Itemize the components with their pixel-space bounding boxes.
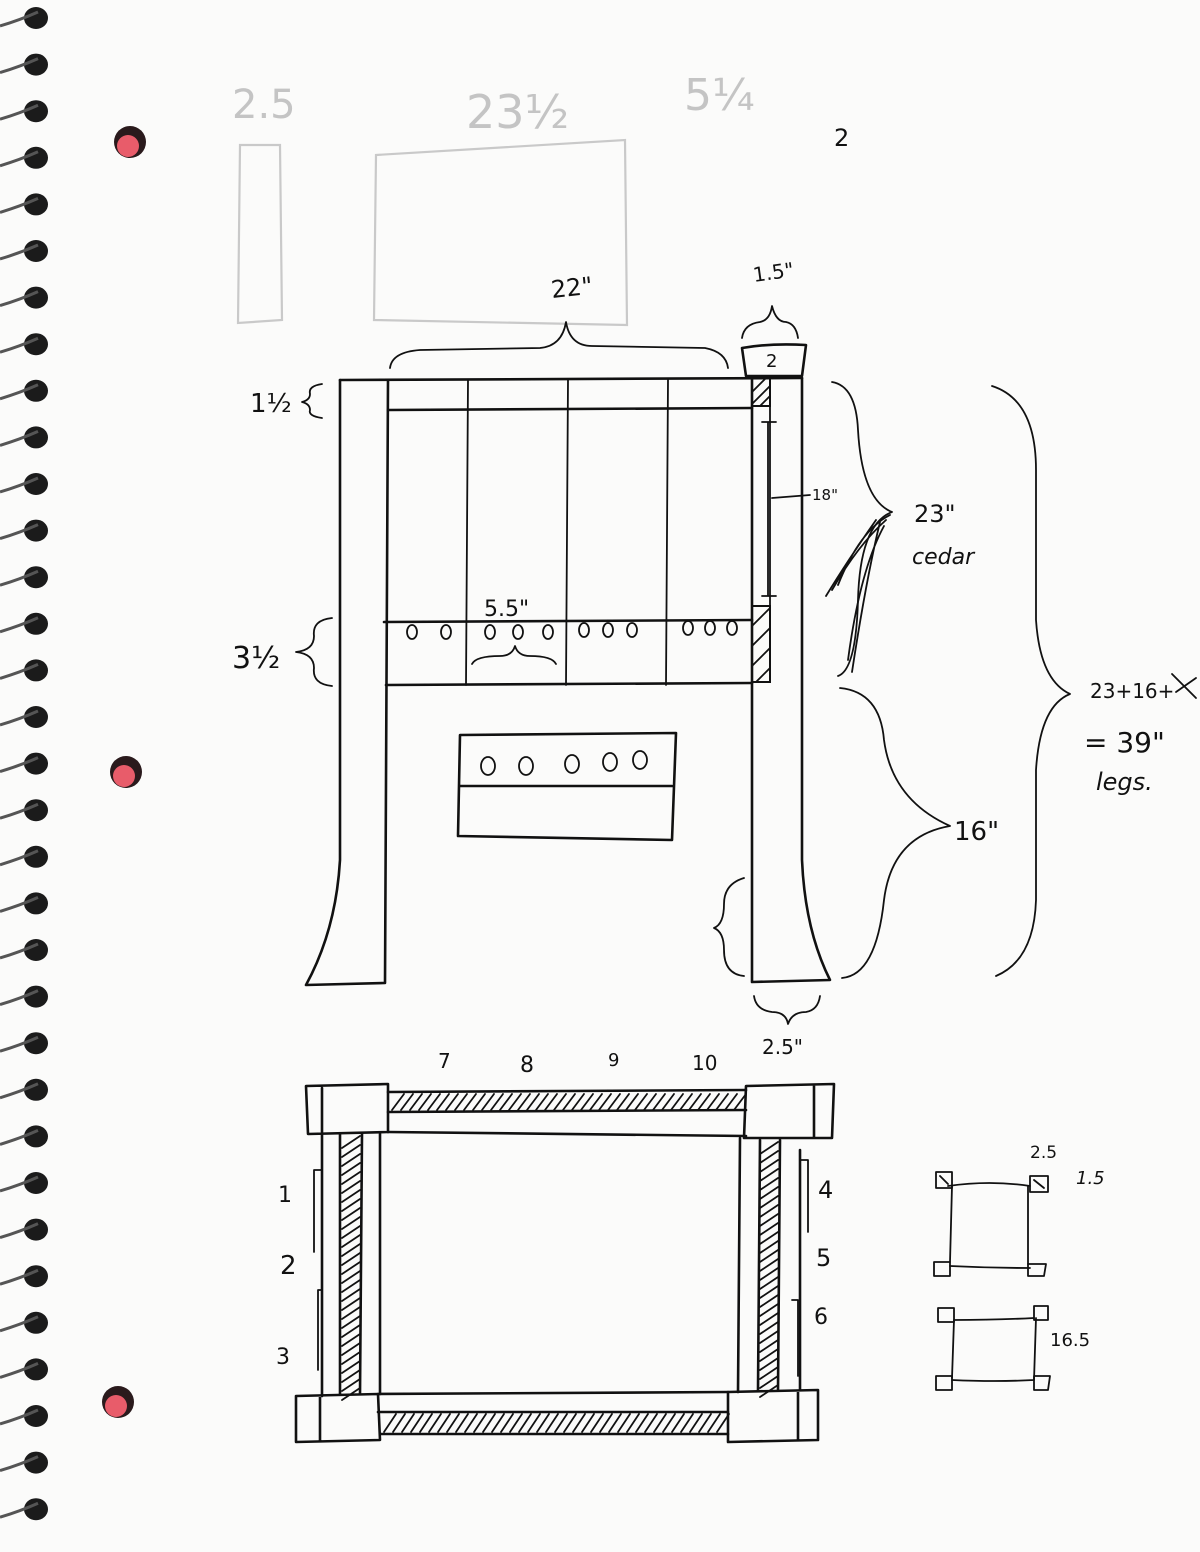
right-leg [750, 376, 832, 984]
total-leg-brace [991, 385, 1071, 977]
erased-sketch: 2.5 23½ 5¼ [232, 70, 755, 327]
mini-dim-c: 16.5 [1050, 1330, 1090, 1351]
upper-section-brace [831, 381, 893, 677]
top-rail-plan [386, 1088, 748, 1138]
hole-spacing-label: 5.5" [484, 597, 529, 622]
detail-board [456, 731, 678, 842]
punch-holes [102, 126, 146, 1418]
detail-board-holes [480, 750, 648, 776]
slat-divider-1 [465, 379, 469, 686]
right-rail-plan [736, 1136, 802, 1394]
board-number-1: 1 [278, 1183, 292, 1208]
page-number: 2 [834, 124, 849, 152]
top-width-label: 22" [550, 272, 594, 304]
board-number-8: 8 [520, 1053, 534, 1078]
lower-section-label: 16" [954, 817, 999, 847]
leg-width-brace [753, 995, 821, 1025]
corner-post-tl [304, 1082, 390, 1136]
bottom-rail-brace [295, 617, 333, 687]
mini-dim-a: 2.5 [1030, 1143, 1057, 1163]
bottom-rail-bottom [384, 681, 754, 687]
bottom-rail-plan [376, 1390, 730, 1436]
bottom-rail-top [382, 618, 754, 624]
bottom-rail-label: 3½ [232, 641, 280, 676]
leg-total-label: = 39" [1084, 726, 1165, 759]
slat-divider-3 [665, 379, 669, 686]
foot-brace [713, 877, 745, 977]
board-number-4: 4 [818, 1176, 833, 1204]
corner-post-bl [294, 1392, 382, 1444]
slat-divider-2 [565, 379, 569, 686]
board-number-6: 6 [814, 1305, 828, 1330]
mini-frame-2 [951, 1317, 1037, 1382]
board-number-2: 2 [280, 1251, 297, 1281]
ghost-label-2: 23½ [466, 85, 569, 139]
slat-gap-label: 18" [812, 486, 838, 504]
corner-post-br [726, 1388, 820, 1444]
lower-section-brace [839, 687, 951, 979]
left-rail-plan [320, 1132, 382, 1398]
scribble [825, 514, 891, 673]
leg-cap-mark: 2 [766, 351, 777, 372]
mini-dim-b: 1.5 [1076, 1168, 1105, 1189]
ghost-label-3: 5¼ [684, 70, 755, 121]
top-rail-label: 1½ [250, 389, 292, 419]
board-number-3: 3 [276, 1345, 290, 1370]
top-rail [386, 406, 754, 412]
board-number-10: 10 [692, 1051, 717, 1075]
board-number-9: 9 [608, 1050, 619, 1071]
corner-post-tr [742, 1082, 836, 1140]
top-view: 7 8 9 10 1 2 3 4 5 6 [276, 1049, 836, 1444]
leg-caption-label: legs. [1096, 768, 1153, 796]
top-edge [338, 376, 804, 382]
leg-thickness-label: 1.5" [751, 257, 795, 286]
rail-hatching [341, 1093, 779, 1433]
board-number-5: 5 [816, 1244, 831, 1272]
wood-type-label: cedar [912, 545, 976, 570]
top-width-brace [389, 321, 729, 369]
leg-thickness-brace [741, 305, 799, 339]
rail-holes [406, 620, 738, 640]
leg-cap [740, 343, 808, 378]
ghost-label-1: 2.5 [232, 82, 296, 128]
top-rail-brace [301, 383, 323, 419]
spiral-binding [0, 7, 48, 1521]
left-leg [304, 378, 390, 987]
leg-width-label: 2.5" [762, 1035, 803, 1059]
upper-section-label: 23" [914, 500, 956, 528]
mini-views: 2.5 1.5 16.5 [933, 1143, 1105, 1391]
mini-frame-1 [947, 1182, 1031, 1269]
board-number-7: 7 [438, 1049, 451, 1073]
leg-formula-label: 23+16+ [1090, 679, 1174, 703]
front-view: 2 [232, 257, 1197, 1059]
